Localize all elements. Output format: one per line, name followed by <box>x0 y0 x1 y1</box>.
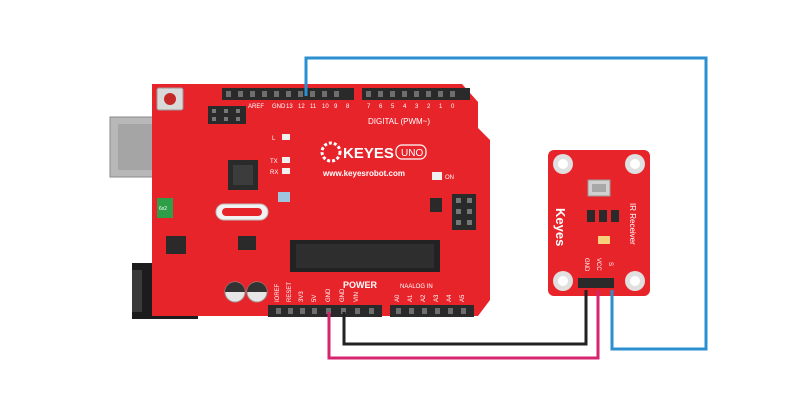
tx-label: TX <box>270 159 278 165</box>
power-pin-label: GND <box>340 288 346 302</box>
wires <box>304 56 708 360</box>
wire-11-to-s <box>304 56 708 351</box>
module-pcb <box>548 150 650 296</box>
wire-gnd-to-gnd <box>342 290 588 346</box>
digital-pin-label: 6 <box>379 104 383 110</box>
digital-pin-label: 1 <box>439 104 443 110</box>
power-label: POWER <box>343 280 378 290</box>
digital-pin-label: 13 <box>286 104 293 110</box>
power-pin-label: RESET <box>287 282 293 302</box>
usb-chip-core <box>233 165 253 185</box>
ir-receiver-module: Keyes IR Receiver GND VCC S <box>548 150 650 296</box>
module-header <box>578 278 614 288</box>
led-tx <box>282 157 290 163</box>
module-pin-gnd-label: GND <box>583 258 589 272</box>
analog-pin-labels: A0 A1 A2 A3 A4 A5 <box>395 294 466 302</box>
module-pin-vcc-label: VCC <box>595 258 601 271</box>
digital-pin-label: 3 <box>415 104 419 110</box>
led-on <box>432 172 442 180</box>
capacitor-left-mark <box>225 282 245 292</box>
module-brand: Keyes <box>553 208 568 246</box>
status-led <box>598 236 610 244</box>
brand-label: KEYES <box>343 145 394 162</box>
digital-pin-label: 0 <box>451 104 455 110</box>
digital-pin-label: 12 <box>298 104 305 110</box>
digital-label: DIGITAL (PWM~) <box>368 117 430 126</box>
digital-pin-label: 9 <box>334 104 338 110</box>
led-rx <box>282 168 290 174</box>
model-label: UNO <box>401 148 423 159</box>
ir-sensor-lens <box>592 184 606 192</box>
regulator <box>166 236 186 254</box>
capacitor-small <box>430 198 442 212</box>
digital-pin-labels-right: 7 6 5 4 3 2 1 0 <box>367 104 455 110</box>
aref-label: AREF <box>248 104 264 110</box>
keyes-logo: KEYES UNO www.keyesrobot.com <box>320 141 427 178</box>
digital-pin-labels-left: 13 12 11 10 9 8 <box>286 104 350 110</box>
icsp-header-top <box>208 106 246 124</box>
oscillator <box>157 198 173 218</box>
power-jack-rim <box>132 270 142 312</box>
analog-pin-label: A5 <box>460 294 466 302</box>
gear-icon <box>320 141 342 163</box>
website-label: www.keyesrobot.com <box>322 169 405 178</box>
analog-pin-label: A0 <box>395 294 401 302</box>
power-pin-label: GND <box>326 288 332 302</box>
module-pin-s-label: S <box>607 262 613 266</box>
on-label: ON <box>445 175 454 181</box>
power-pin-label: 5V <box>312 295 318 302</box>
digital-pin-label: 4 <box>403 104 407 110</box>
power-pin-label: 3V3 <box>299 291 305 302</box>
rx-label: RX <box>270 170 278 176</box>
digital-pin-label: 5 <box>391 104 395 110</box>
transistor <box>238 236 256 250</box>
l-label: L <box>272 136 276 142</box>
analog-label: NAALOG IN <box>400 284 433 290</box>
capacitor-right-mark <box>247 282 267 292</box>
analog-pin-label: A2 <box>421 294 427 302</box>
oscillator-label: 6x2 <box>159 206 167 212</box>
power-pin-label: VIN <box>354 292 360 302</box>
analog-pin-label: A1 <box>408 294 414 302</box>
digital-pin-label: 7 <box>367 104 371 110</box>
model-badge <box>395 144 427 160</box>
module-name: IR Receiver <box>628 203 637 245</box>
digital-pin-label: 11 <box>310 104 317 110</box>
reset-button-cap[interactable] <box>164 93 176 105</box>
digital-pin-label: 2 <box>427 104 431 110</box>
atmega-chip-top <box>296 244 434 268</box>
analog-pin-label: A4 <box>447 294 453 302</box>
power-pin-labels: IOREF RESET 3V3 5V GND GND VIN <box>275 282 360 302</box>
icsp-header-right <box>452 194 476 230</box>
power-pin-label: IOREF <box>275 283 281 302</box>
wire-5v-to-vcc <box>327 290 600 360</box>
power-header <box>268 305 382 317</box>
analog-pin-label: A3 <box>434 294 440 302</box>
crystal-center <box>222 208 262 216</box>
gnd-top-label: GND <box>272 104 286 110</box>
smd-resistor <box>278 192 290 202</box>
led-l <box>282 134 290 140</box>
digital-pin-label: 10 <box>322 104 329 110</box>
digital-pin-label: 8 <box>346 104 350 110</box>
